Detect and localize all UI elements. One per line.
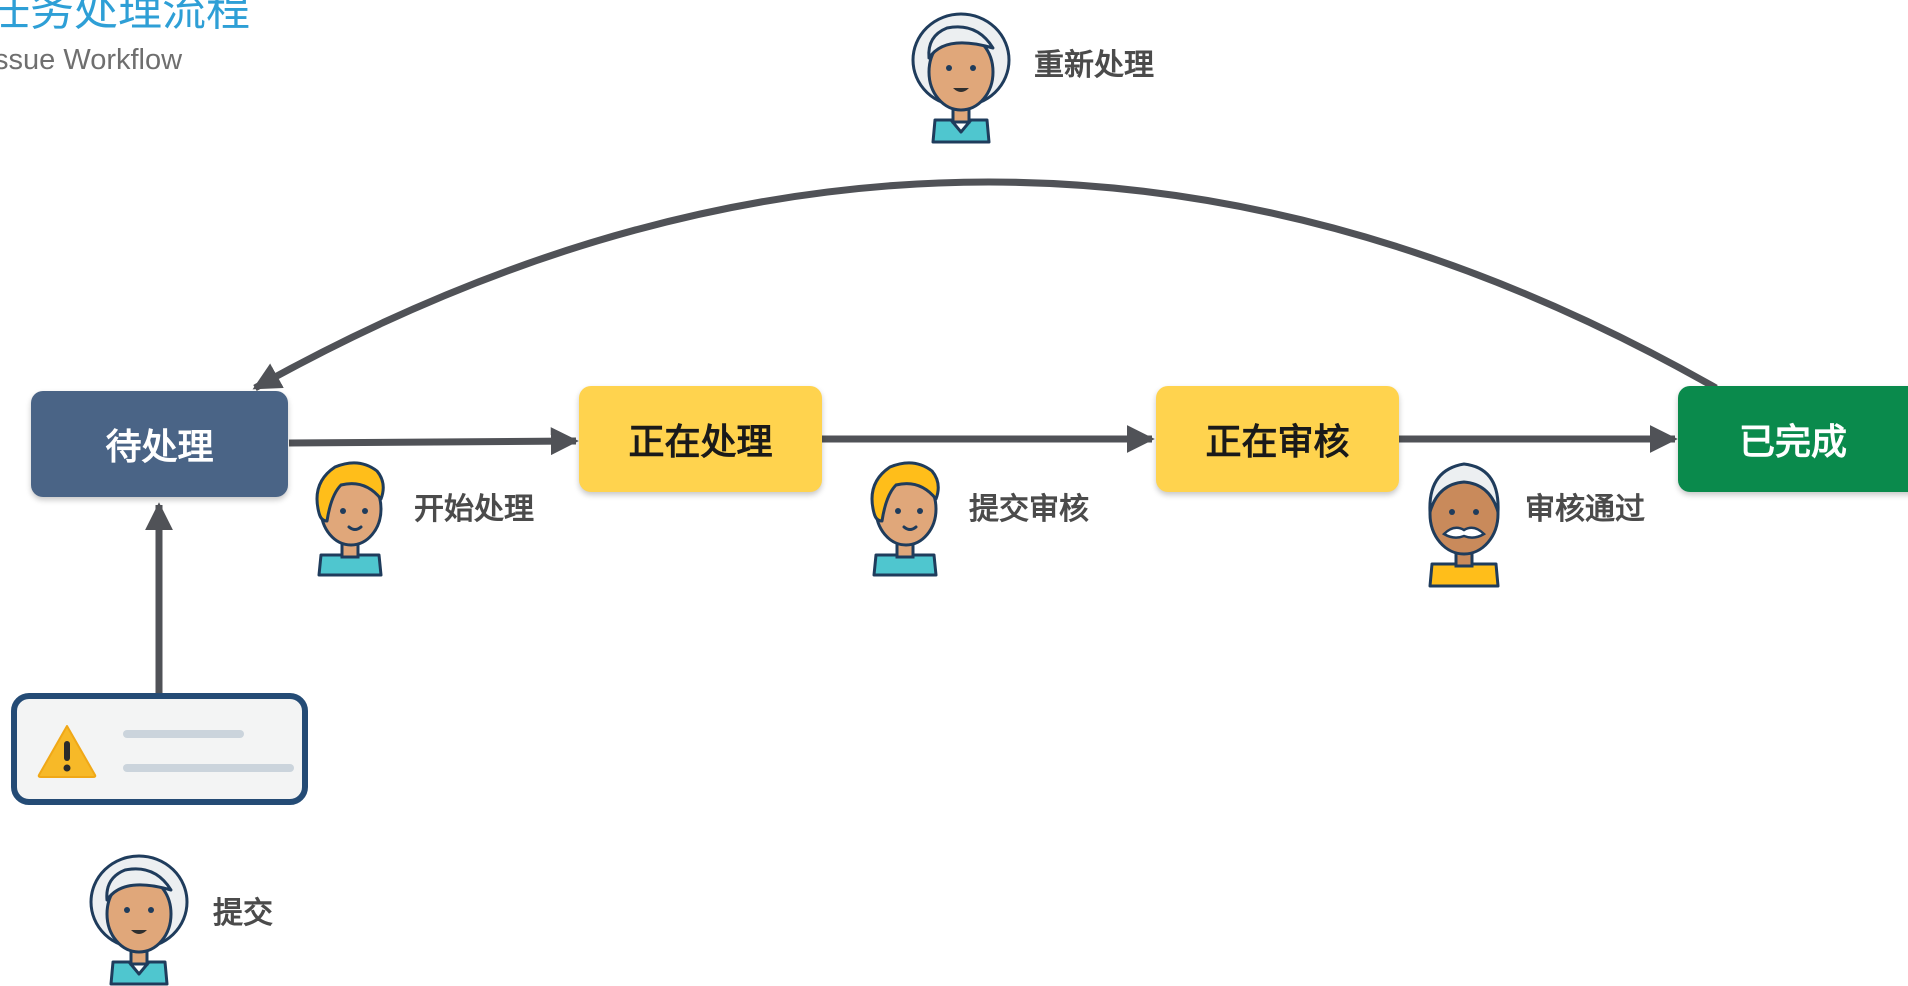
issue-card-text-line (123, 764, 294, 772)
node-done-label: 已完成 (1738, 422, 1847, 463)
arrow-reprocess (252, 178, 1718, 392)
node-in-progress-label: 正在处理 (628, 422, 773, 463)
transition-label-start: 开始处理 (414, 492, 534, 527)
transition-label-approve: 审核通过 (1525, 492, 1645, 527)
node-in-review-label: 正在审核 (1205, 422, 1350, 463)
arrow-start (288, 427, 579, 456)
blonde-person-avatar-icon (315, 461, 385, 577)
page-title: 任务处理流程 (0, 0, 250, 36)
node-pending[interactable]: 待处理 (31, 391, 288, 497)
node-pending-label: 待处理 (105, 427, 214, 468)
transition-label-reprocess: 重新处理 (1034, 48, 1154, 83)
transition-label-submit-review: 提交审核 (969, 492, 1089, 527)
page-subtitle: Issue Workflow (0, 44, 183, 76)
mustache-man-avatar-icon (1428, 462, 1500, 588)
issue-card[interactable] (11, 693, 308, 805)
node-in-progress[interactable]: 正在处理 (579, 386, 822, 492)
elder-woman-avatar-icon (911, 12, 1011, 144)
node-done[interactable]: 已完成 (1678, 386, 1908, 492)
elder-woman-avatar-icon (89, 854, 189, 986)
node-in-review[interactable]: 正在审核 (1156, 386, 1399, 492)
transition-label-submit: 提交 (213, 896, 273, 931)
blonde-person-avatar-icon (870, 461, 940, 577)
issue-card-text-line (123, 730, 244, 738)
warning-triangle-icon (37, 725, 97, 778)
